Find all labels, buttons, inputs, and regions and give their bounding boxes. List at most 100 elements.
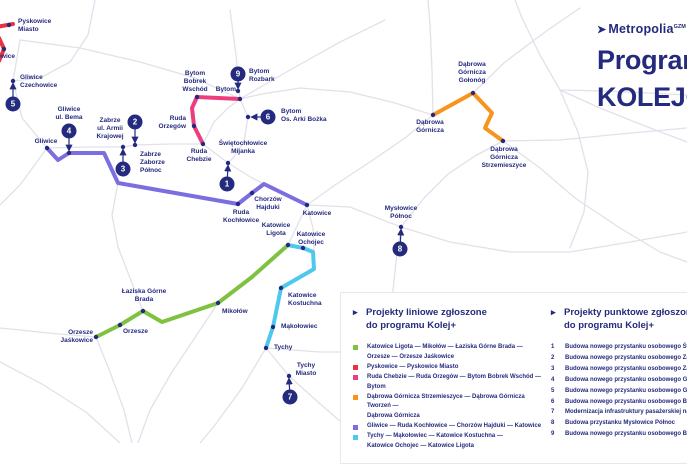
- railway-network-line: [239, 19, 386, 100]
- legend-point-item-text: Budowa nowego przystanku osobowego Zabrz…: [565, 354, 687, 361]
- railway-network-line: [559, 89, 687, 96]
- station-dot: [120, 144, 126, 150]
- legend-point-item-text: Budowa nowego przystanku osobowego Gliwi…: [565, 387, 687, 394]
- station-dot: [10, 78, 16, 84]
- station-dot: [66, 150, 72, 156]
- railway-network-line: [239, 87, 434, 116]
- railway-network-line: [306, 114, 434, 206]
- legend-linear-title-line1: Projekty liniowe zgłoszone: [366, 307, 487, 318]
- legend-color-swatch: [353, 434, 358, 440]
- station-dot: [500, 138, 506, 144]
- station-dots: [1, 22, 506, 379]
- legend-arrow-icon: ▸: [353, 307, 358, 317]
- legend-linear-item: Gliwice — Ruda Kochłowice — Chorzów Hajd…: [353, 422, 549, 432]
- legend-point-item-text: Budowa nowego przystanku osobowego Bytom…: [565, 398, 687, 405]
- legend-linear-item: Katowice Ligota — Mikołów — Łaziska Górn…: [353, 343, 549, 363]
- railway-network-line: [502, 127, 687, 142]
- railway-network-line: [559, 89, 589, 249]
- railway-map: [0, 0, 687, 443]
- station-dot: [270, 324, 276, 330]
- legend-linear-item-text: Gliwice — Ruda Kochłowice — Chorzów Hajd…: [367, 423, 542, 430]
- page-title-line2: KOLEJ+: [597, 82, 687, 112]
- legend-color-swatch: [353, 365, 358, 371]
- railway-network-line: [137, 302, 219, 443]
- route-line-pink: [190, 95, 242, 146]
- station-dot: [304, 202, 310, 208]
- legend-point-item: 5 Budowa nowego przystanku osobowego Gliw…: [551, 387, 687, 397]
- legend-linear-title-line2: do programu Kolej+: [366, 320, 456, 331]
- legend-point-item: 8 Budowa przystanku Mysłowice Północ: [551, 419, 687, 429]
- railway-network-line: [111, 182, 144, 312]
- legend-arrow-icon: ▸: [551, 307, 556, 317]
- railway-network-line: [95, 336, 133, 443]
- legend-point-item-number: 8: [551, 420, 555, 427]
- legend-point-item-number: 7: [551, 409, 555, 416]
- legend-point-item-text: Budowa nowego przystanku osobowego Gliwi…: [565, 376, 687, 383]
- legend-color-swatch: [353, 375, 358, 381]
- railway-network-line: [472, 7, 581, 94]
- station-dot: [1, 46, 7, 52]
- railway-network-line: [306, 204, 687, 253]
- legend-point-title-line2: do programu Kolej+: [564, 320, 654, 331]
- railway-network-line: [202, 98, 241, 145]
- railway-network-line: [199, 347, 267, 443]
- railway-network-line: [306, 204, 315, 253]
- legend-linear-title-text: Projekty liniowe zgłoszone do programu K…: [366, 306, 487, 332]
- station-dot: [140, 308, 146, 314]
- legend-point-item-text: Budowa nowego przystanku osobowego Bytom…: [565, 431, 687, 438]
- legend-linear-projects: ▸ Projekty liniowe zgłoszone do programu…: [353, 306, 549, 452]
- legend-linear-item-text: Dąbrowa Górnicza Strzemieszyce — Dąbrowa…: [367, 393, 525, 420]
- railway-network-line: [427, 0, 434, 116]
- station-dot: [263, 345, 269, 351]
- railway-network-line: [0, 361, 121, 443]
- station-dot: [285, 242, 291, 248]
- logo-arrow-icon: ➤: [597, 24, 607, 36]
- station-dot: [300, 245, 306, 251]
- station-dot: [225, 160, 231, 166]
- station-dot: [200, 141, 206, 147]
- legend-linear-item: Pyskowice — Pyskowice Miasto: [353, 363, 549, 373]
- railway-network-line: [287, 204, 308, 246]
- station-dot: [398, 224, 404, 230]
- legend-panel: ▸ Projekty liniowe zgłoszone do programu…: [340, 292, 687, 464]
- route-line-orange: [431, 91, 505, 143]
- station-dot: [235, 201, 241, 207]
- legend-linear-item: Dąbrowa Górnicza Strzemieszyce — Dąbrowa…: [353, 393, 549, 423]
- station-dot: [235, 88, 241, 94]
- railway-network-line: [391, 226, 402, 301]
- marker-7-arrow: [285, 377, 293, 398]
- logo-brand-text: Metropolia: [608, 22, 674, 36]
- legend-point-item-number: 2: [551, 354, 555, 361]
- legend-linear-item-text: Ruda Chebzie — Ruda Orzegów — Bytom Bobr…: [367, 373, 542, 390]
- legend-point-item-number: 3: [551, 365, 555, 372]
- railway-network-line: [400, 140, 504, 228]
- legend-linear-item-text: Katowice Ligota — Mikołów — Łaziska Górn…: [367, 344, 523, 360]
- legend-linear-item-text: Pyskowice — Pyskowice Miasto: [367, 363, 459, 370]
- legend-point-item-text: Budowa przystanku Mysłowice Północ: [565, 420, 676, 427]
- legend-linear-item-text: Tychy — Mąkołowiec — Katowice Kostuchna …: [367, 433, 503, 450]
- legend-point-item-number: 1: [551, 344, 555, 350]
- legend-point-projects: ▸ Projekty punktowe zgłoszone do program…: [551, 306, 687, 441]
- railway-network-line: [502, 140, 687, 263]
- legend-point-item-text: Modernizacja infrastruktury pasażerskiej…: [565, 409, 687, 416]
- legend-point-item-number: 4: [551, 376, 555, 383]
- railway-network-line: [514, 0, 561, 91]
- legend-point-title-text: Projekty punktowe zgłoszone do programu …: [564, 306, 687, 332]
- station-dot: [93, 334, 99, 340]
- station-dot: [245, 114, 251, 120]
- legend-point-item: 7 Modernizacja infrastruktury pasażerskie…: [551, 408, 687, 418]
- legend-point-item: 4 Budowa nowego przystanku osobowego Gliw…: [551, 376, 687, 386]
- legend-point-item-number: 5: [551, 387, 555, 394]
- railway-network-line: [0, 327, 97, 338]
- station-dot: [249, 190, 255, 196]
- legend-point-item: 2 Budowa nowego przystanku osobowego Zabr…: [551, 354, 687, 364]
- route-line-green: [94, 243, 290, 339]
- station-dot: [278, 285, 284, 291]
- station-dot: [470, 90, 476, 96]
